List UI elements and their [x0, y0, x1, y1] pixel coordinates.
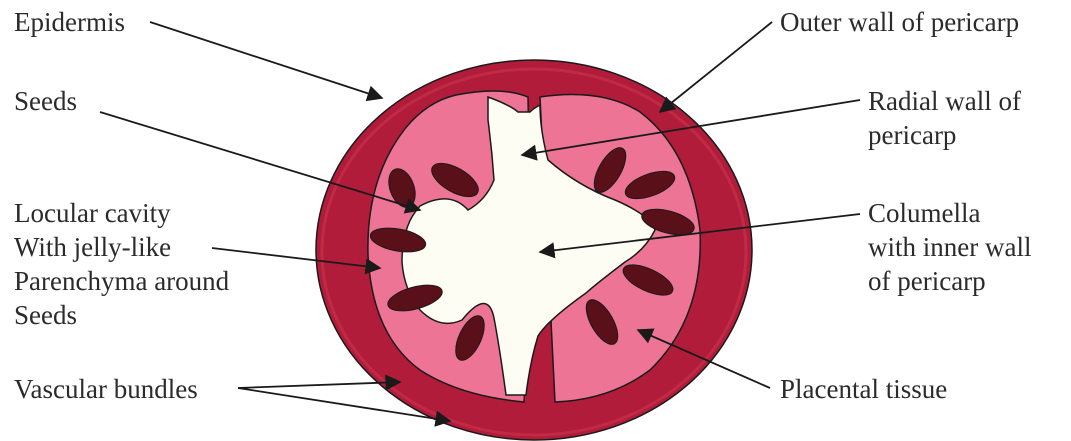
label-columella-line-3: of pericarp [868, 264, 1031, 298]
label-epidermis: Epidermis [14, 5, 125, 39]
label-locular-cavity-line-1: Locular cavity [14, 196, 229, 230]
label-seeds: Seeds [14, 84, 77, 118]
label-locular-cavity-line-4: Seeds [14, 298, 229, 332]
label-radial-wall-line-2: pericarp [868, 118, 1021, 152]
label-radial-wall-line-1: Radial wall of [868, 84, 1021, 118]
label-locular-cavity-line-2: With jelly-like [14, 230, 229, 264]
label-columella-line-2: with inner wall [868, 230, 1031, 264]
label-vascular-bundles: Vascular bundles [14, 372, 198, 406]
label-columella-line-1: Columella [868, 196, 1031, 230]
label-columella: Columella with inner wall of pericarp [868, 196, 1031, 298]
label-locular-cavity-line-3: Parenchyma around [14, 264, 229, 298]
pointer-epidermis [150, 22, 382, 98]
pointer-outer-wall [660, 22, 772, 112]
label-outer-wall: Outer wall of pericarp [780, 5, 1019, 39]
pointer-vascular-bundle-1 [238, 382, 400, 388]
label-radial-wall: Radial wall of pericarp [868, 84, 1021, 152]
label-locular-cavity: Locular cavity With jelly-like Parenchym… [14, 196, 229, 332]
label-placental-tissue: Placental tissue [780, 372, 947, 406]
